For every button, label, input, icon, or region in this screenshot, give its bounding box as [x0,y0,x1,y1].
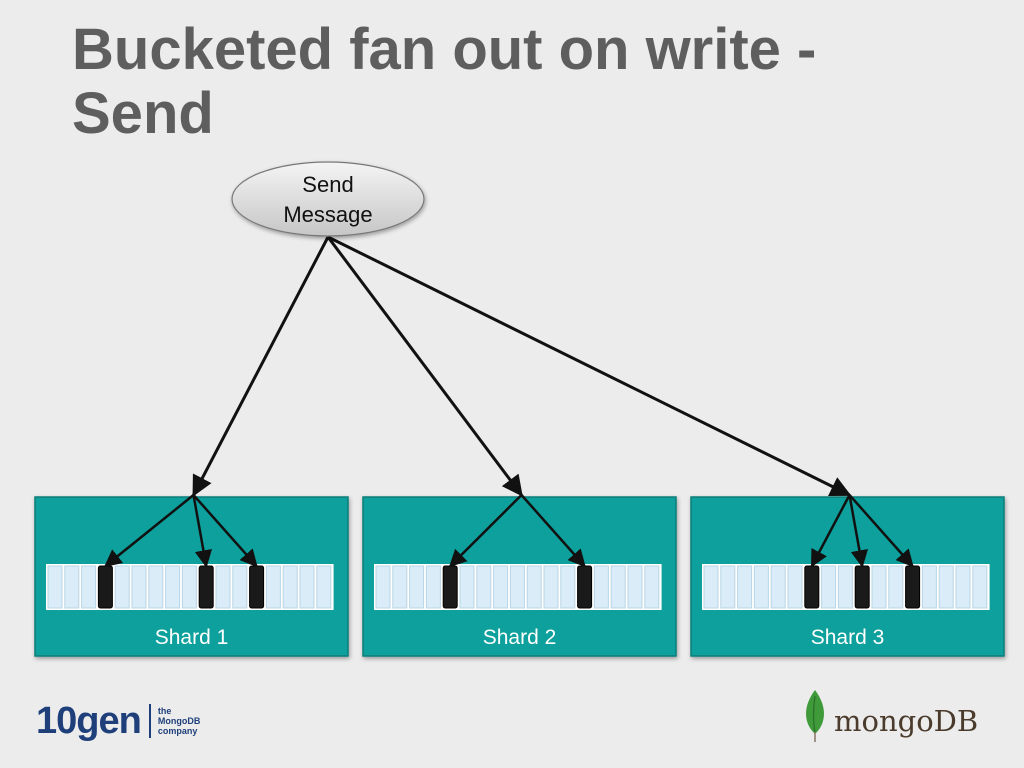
bucket [81,565,97,609]
bucket [644,565,660,609]
bucket [703,565,719,609]
bucket [64,565,80,609]
bucket-highlighted [905,565,921,609]
fan-out-arrow-shard-2 [326,236,523,497]
bucket [753,565,769,609]
shard-label: Shard 1 [155,626,229,649]
bucket [316,565,332,609]
slide-title: Bucketed fan out on write - Send [72,17,817,146]
bucket-arrow [448,494,523,568]
bucket-highlighted [198,565,214,609]
bucket-arrow [104,494,195,568]
mongodb-logo: mongoDB [802,688,978,744]
bucket [282,565,298,609]
shard-2: Shard 2 [362,496,677,657]
bucket [425,565,441,609]
10gen-tagline: the MongoDB company [157,706,201,736]
bucket [299,565,315,609]
bucket [543,565,559,609]
bucket [375,565,391,609]
bucket [888,565,904,609]
fan-out-arrow-shard-3 [327,235,852,497]
mongodb-wordmark: mongoDB [834,704,979,738]
bucket [821,565,837,609]
bucket [627,565,643,609]
fan-out-arrow-shard-1 [192,236,330,497]
bucket [770,565,786,609]
mongodb-leaf-icon [806,690,824,742]
bucket [215,565,231,609]
bucket [131,565,147,609]
bucket-arrow [192,494,258,568]
bucket [720,565,736,609]
bucket [509,565,525,609]
bucket-arrow [848,494,869,568]
bucket-arrow [848,494,914,568]
bucket [972,565,988,609]
bucket-highlighted [249,565,265,609]
bucket [47,565,63,609]
bucket [148,565,164,609]
shard-label: Shard 3 [811,626,885,649]
bucket [165,565,181,609]
10gen-logo: 10gen the MongoDB company [36,700,200,742]
bucket [476,565,492,609]
shard-label: Shard 2 [483,626,557,649]
bucket [493,565,509,609]
bucket-highlighted [854,565,870,609]
bucket [837,565,853,609]
bucket [737,565,753,609]
bucket-highlighted [97,565,113,609]
logo-divider [148,704,151,738]
bucket [459,565,475,609]
source-node-label-line1: Send [302,172,353,197]
bucket [114,565,130,609]
bucket [955,565,971,609]
bucket [593,565,609,609]
bucket [526,565,542,609]
bucket [181,565,197,609]
10gen-wordmark: 10gen [36,699,142,742]
bucket [610,565,626,609]
bucket [232,565,248,609]
bucket-arrow [520,494,586,568]
bucket [409,565,425,609]
bucket [871,565,887,609]
bucket-highlighted [442,565,458,609]
shard-3: Shard 3 [690,496,1005,657]
source-node-label-line2: Message [283,202,372,227]
bucket [392,565,408,609]
bucket-arrow [192,494,213,568]
bucket [921,565,937,609]
bucket-arrow [810,494,851,568]
bucket [560,565,576,609]
bucket [938,565,954,609]
bucket-highlighted [577,565,593,609]
bucket [787,565,803,609]
shard-1: Shard 1 [34,496,349,657]
bucket [265,565,281,609]
bucket-highlighted [804,565,820,609]
send-message-node: Send Message [231,161,425,237]
